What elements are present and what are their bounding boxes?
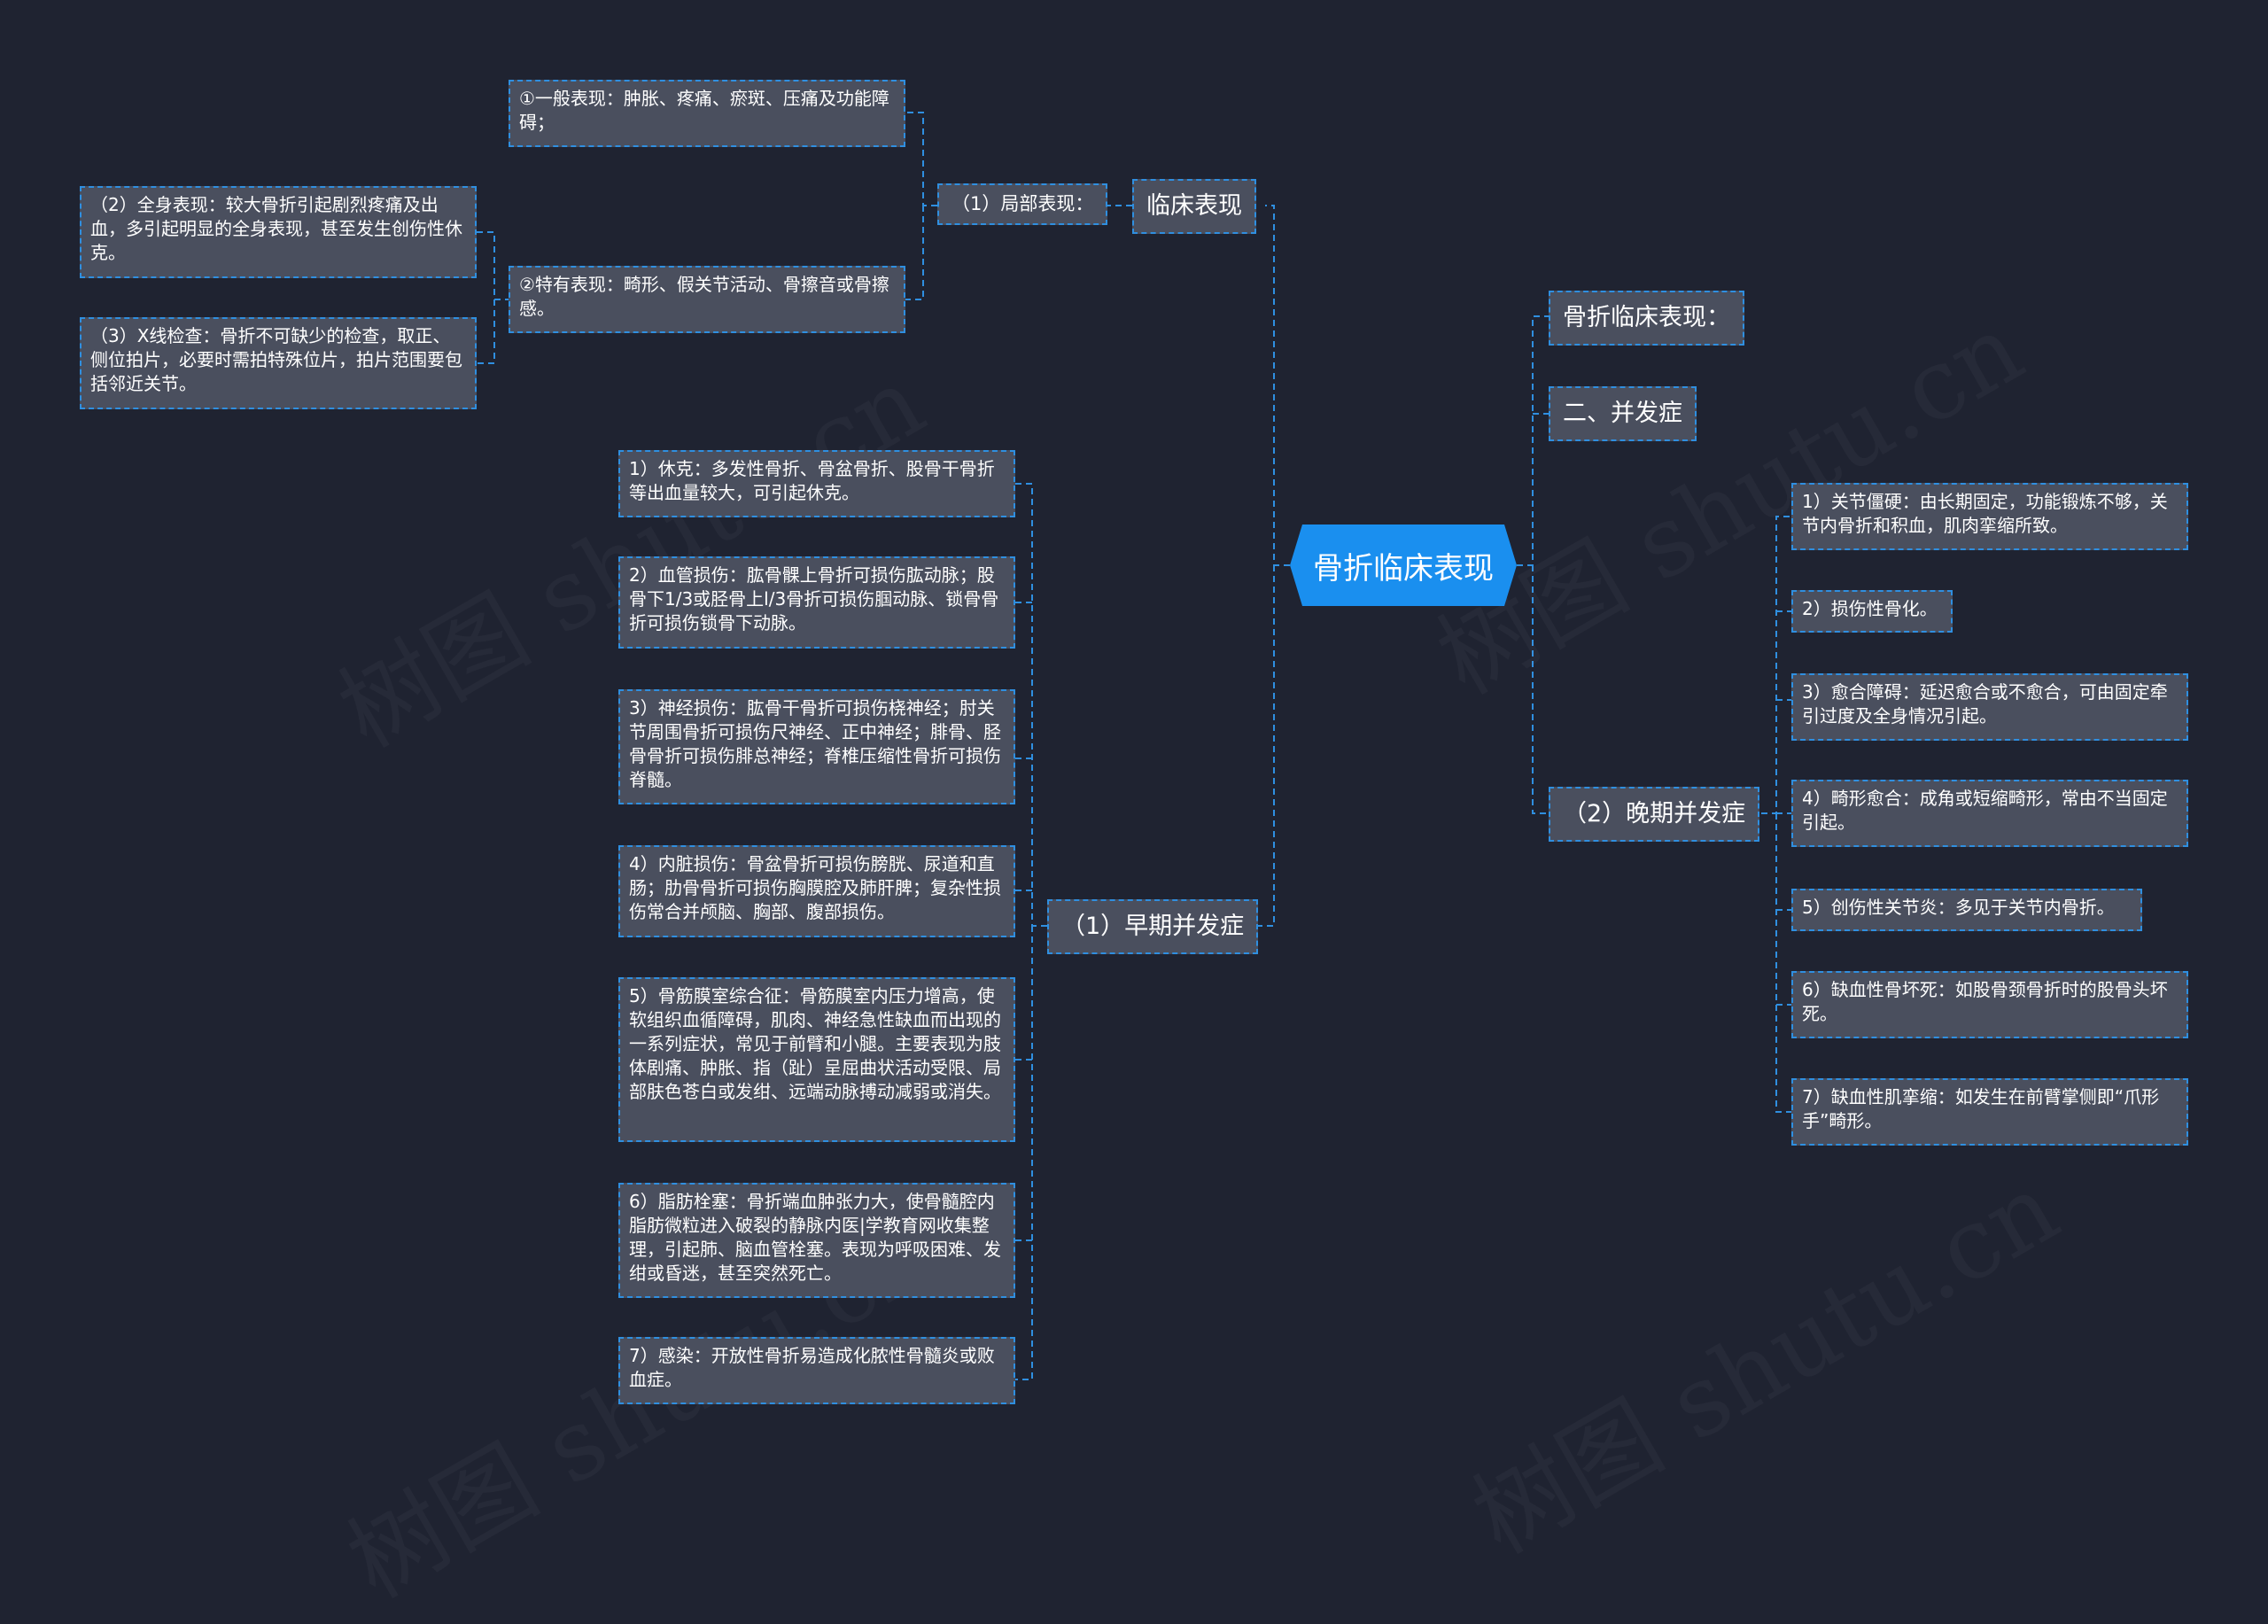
late-complications-node[interactable]: （2）晚期并发症 — [1549, 787, 1760, 842]
early-item[interactable]: 1）休克：多发性骨折、骨盆骨折、股骨干骨折等出血量较大，可引起休克。 — [618, 450, 1015, 517]
early-item[interactable]: 7）感染：开放性骨折易造成化脓性骨髓炎或败血症。 — [618, 1337, 1015, 1404]
early-item[interactable]: 4）内脏损伤：骨盆骨折可损伤膀胱、尿道和直肠；肋骨骨折可损伤胸膜腔及肺肝脾；复杂… — [618, 845, 1015, 937]
connector-lines — [477, 112, 1791, 1380]
early-item[interactable]: 5）骨筋膜室综合征：骨筋膜室内压力增高，使软组织血循障碍，肌肉、神经急性缺血而出… — [618, 977, 1015, 1142]
root-node[interactable]: 骨折临床表现 — [1290, 524, 1517, 606]
local-signs-node[interactable]: （1）局部表现： — [937, 183, 1108, 225]
bone-clinical-node[interactable]: 骨折临床表现： — [1549, 291, 1744, 346]
late-item[interactable]: 4）畸形愈合：成角或短缩畸形，常由不当固定引起。 — [1791, 780, 2188, 847]
early-item[interactable]: 3）神经损伤：肱骨干骨折可损伤桡神经；肘关节周围骨折可损伤尺神经、正中神经；腓骨… — [618, 689, 1015, 804]
late-item[interactable]: 1）关节僵硬：由长期固定，功能锻炼不够，关节内骨折和积血，肌肉挛缩所致。 — [1791, 483, 2188, 550]
late-item[interactable]: 5）创伤性关节炎：多见于关节内骨折。 — [1791, 889, 2142, 931]
early-item[interactable]: 6）脂肪栓塞：骨折端血肿张力大，使骨髓腔内脂肪微粒进入破裂的静脉内医|学教育网收… — [618, 1183, 1015, 1298]
early-item[interactable]: 2）血管损伤：肱骨髁上骨折可损伤肱动脉；股骨下1/3或胫骨上l/3骨折可损伤腘动… — [618, 556, 1015, 649]
late-item[interactable]: 2）损伤性骨化。 — [1791, 590, 1953, 633]
clinical-node[interactable]: 临床表现 — [1132, 179, 1256, 234]
early-complications-node[interactable]: （1）早期并发症 — [1047, 899, 1259, 954]
specific-signs-node[interactable]: ②特有表现：畸形、假关节活动、骨擦音或骨擦感。 — [509, 266, 905, 333]
complications-node[interactable]: 二、并发症 — [1549, 386, 1697, 441]
xray-node[interactable]: （3）X线检查：骨折不可缺少的检查，取正、侧位拍片，必要时需拍特殊位片，拍片范围… — [80, 317, 477, 409]
late-item[interactable]: 6）缺血性骨坏死：如股骨颈骨折时的股骨头坏死。 — [1791, 971, 2188, 1038]
general-signs-node[interactable]: ①一般表现：肿胀、疼痛、瘀斑、压痛及功能障碍； — [509, 80, 905, 147]
late-item[interactable]: 7）缺血性肌挛缩：如发生在前臂掌侧即“爪形手”畸形。 — [1791, 1078, 2188, 1146]
systemic-signs-node[interactable]: （2）全身表现：较大骨折引起剧烈疼痛及出血，多引起明显的全身表现，甚至发生创伤性… — [80, 186, 477, 278]
late-item[interactable]: 3）愈合障碍：延迟愈合或不愈合，可由固定牵引过度及全身情况引起。 — [1791, 673, 2188, 741]
